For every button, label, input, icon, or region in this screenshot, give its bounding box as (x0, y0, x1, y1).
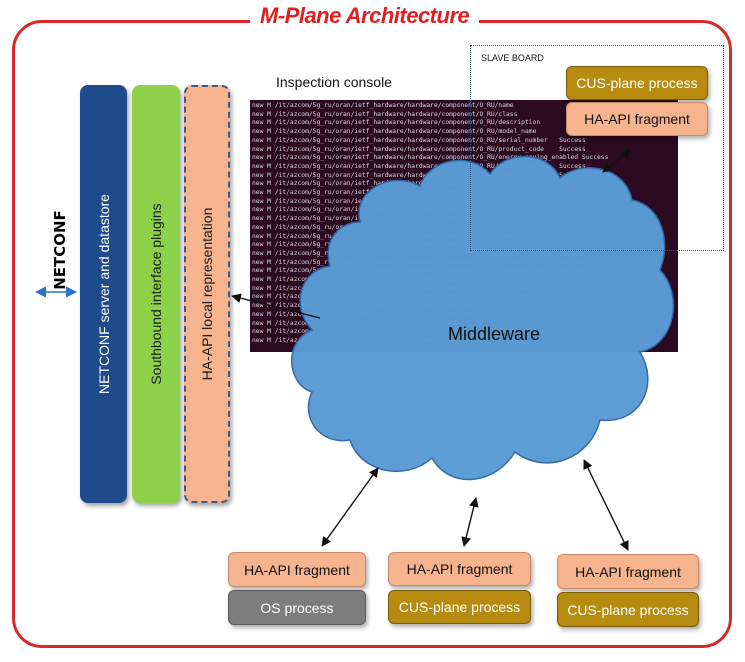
netconf-server-bar: NETCONF server and datastore (80, 85, 127, 503)
console-line: new M /it/azcom/5g_ru/oran/ietf_hardware… (252, 162, 586, 170)
diagram-title: M-Plane Architecture (250, 3, 480, 29)
haapi-local-bar: HA-API local representation (184, 85, 230, 503)
center-fragment-arrow (461, 497, 479, 547)
console-line: new M /it/azcom/5g_ru/oran/ietf_hardware… (252, 136, 586, 144)
slave-to-middleware-arrow (602, 149, 631, 173)
slave-haapi-fragment: HA-API fragment (566, 102, 708, 136)
local-to-middleware-arrow (231, 293, 321, 319)
console-line: new M /it/azcom/5g_ru/oran/ietf_hardware… (252, 119, 541, 127)
southbound-plugins-bar: Southbound interface plugins (132, 85, 180, 503)
console-line: new M /it/azcom/5g_ru/oran/ietf_hardware… (252, 128, 537, 136)
center-cus-plane-process: CUS-plane process (388, 590, 531, 624)
slave-board-box (470, 45, 724, 251)
console-title: Inspection console (276, 74, 392, 90)
middleware-cloud (290, 155, 675, 481)
center-haapi-fragment: HA-API fragment (388, 552, 531, 586)
left-haapi-fragment: HA-API fragment (228, 552, 366, 587)
right-cus-plane-process: CUS-plane process (557, 592, 699, 627)
left-fragment-arrow (321, 467, 379, 547)
os-process: OS process (228, 590, 366, 625)
slave-board-label: SLAVE BOARD (481, 53, 544, 63)
right-fragment-arrow (583, 459, 629, 551)
console-line: new M /it/azcom/5g_ru/oran/ietf_hardware… (252, 110, 518, 118)
console-line: new M /it/azcom/5g_ru/oran/ietf_hardware… (252, 154, 609, 162)
right-haapi-fragment: HA-API fragment (557, 554, 699, 589)
console-line: new M /it/azcom/5g_ru/oran/ietf_hardware… (252, 102, 514, 109)
middleware-label: Middleware (448, 324, 541, 344)
slave-cus-plane-process: CUS-plane process (566, 66, 708, 100)
console-line: new M /it/azcom/5g_ru/oran/ietf_hardware… (252, 145, 586, 153)
